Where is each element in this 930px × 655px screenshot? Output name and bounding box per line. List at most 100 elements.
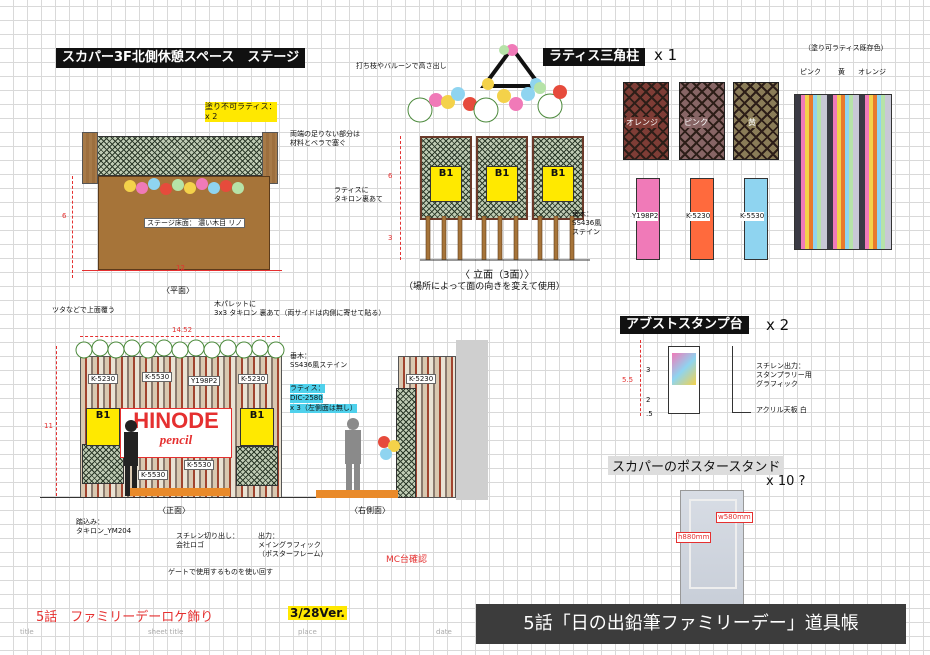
front-label-5: K-5530 [138,470,169,480]
poster-stand-width: w580mm [716,512,753,523]
front-height-dim: 11 [44,422,53,430]
stamp-table-qty: x 2 [766,316,790,334]
footer-field-sheet-title: sheet title [148,628,184,636]
footer-version: 3/28Ver. [288,606,347,620]
elev-dim-upper: 6 [388,172,393,180]
swatch-lattice-pink: ピンク [679,82,725,160]
front-caption: 〈正面〉 [158,506,190,515]
footer-left-title: 5話 ファミリーデーロケ飾り [36,610,214,625]
stamp-graphic-note: スチレン出力： スタンプラリー用 グラフィック [756,362,812,388]
photo-label-pink: ピンク [800,68,821,76]
side-step [316,490,398,498]
elev-caption: 〈 立面（3面）〉 [460,270,535,281]
footer-field-date: date [436,628,452,636]
front-poster-right: B1 [240,408,274,446]
elev-dim-line [400,136,401,260]
poster-stand-frame [689,499,737,589]
footer-field-place: place [298,628,317,636]
front-ivy [75,339,285,359]
front-lattice-code: DIC-2580 [290,394,323,403]
front-lattice-left [82,444,124,484]
front-lattice-qty: x 3（左側面は無し） [290,404,357,413]
output-note: 出力： メイングラフィック （ポスターフレーム） [258,532,328,558]
elev-column-2: B1 [476,136,528,220]
swatch-lattice-yellow: 黄 [733,82,779,160]
stamp-dim-c: .5 [646,410,653,418]
lattice-column-title: ラティス三角柱 [543,48,646,66]
front-height-line [56,346,57,496]
front-label-3: Y198P2 [188,376,221,386]
elev-poster-2: B1 [486,166,518,202]
elev-lattice-note: ラティスに タキロン裏あて [334,186,383,203]
poster-stand-qty: x 10 ? [766,474,806,489]
mc-note: MC台確認 [386,555,428,565]
front-pallet-note: 木パレットに 3x3 タキロン 裏あて（両サイドは内側に寄せて貼る） [214,300,386,317]
front-poster-left: B1 [86,408,120,446]
stamp-table-side [732,346,751,413]
stamp-table-front [668,346,700,414]
side-balloons [378,436,400,460]
logo-hinode: HINODE [133,408,219,433]
footer-field-title: title [20,628,34,636]
elev-balloon-cluster [407,82,567,123]
floor-note-front: 踏込み： タキロン_YM204 [76,518,132,535]
footer-right-title: 5話「日の出鉛筆ファミリーデー」道具帳 [476,604,906,644]
front-post-note: 垂木： SS436風ステイン [290,352,348,369]
existing-colors-photo [794,94,892,250]
logo-note: スチレン切り出し： 会社ロゴ [176,532,239,549]
swatch-paint-2-label: K-5230 [686,212,711,221]
swatch-paint-3-label: K-5530 [740,212,765,221]
front-ivy-note: ツタなどで上面覆う [52,306,115,314]
front-lattice-note: ラティス： [290,384,325,393]
front-label-4: K-5230 [238,374,269,384]
plan-caption: 〈平面〉 [162,286,194,295]
poster-stand-height: h880mm [676,532,712,543]
plan-view: ステージ床面： 濃い木目 リノ [82,122,282,282]
elev-poster-1: B1 [430,166,462,202]
side-caption: 〈右側面〉 [350,506,390,515]
width-dim-line [82,270,282,271]
front-logo-panel: HINODE pencil [120,408,232,458]
stamp-top-note: アクリル天板 白 [756,406,807,414]
person-silhouette-side [345,418,361,496]
elev-column-1: B1 [420,136,472,220]
photo-label-orange: オレンジ [858,68,886,76]
front-width-dim: 14.52 [172,326,193,334]
stamp-dim-total: 5.5 [622,376,634,384]
front-stage: K-5230 K-5530 Y198P2 K-5230 HINODE penci… [75,339,285,498]
front-step [130,488,230,496]
front-width-line [80,336,280,337]
side-label: K-5230 [406,374,437,384]
front-label-6: K-5530 [184,460,215,470]
person-silhouette-front [124,420,138,496]
front-label-1: K-5230 [88,374,119,384]
stamp-table-title: アブストスタンプ台 [620,316,749,334]
stamp-dim-line [640,340,641,416]
elev-top-note: 打ち枝やバルーンで高さ出し [356,62,447,70]
elev-poster-3: B1 [542,166,574,202]
balloon-row [124,178,244,195]
side-gray-wall [456,340,488,500]
stamp-dim-a: 3 [646,366,651,374]
plan-post-left [82,132,98,184]
floor-note: ステージ床面： 濃い木目 リノ [144,218,246,228]
elev-dim-lower: 3 [388,234,393,242]
stamp-graphic [672,353,696,385]
front-ground-line [40,497,460,498]
plan-ends-note: 両端の足りない部分は 材料とベラで塞ぐ [290,130,360,147]
main-title: スカパー3F北側休憩スペース ステージ [56,48,306,68]
plan-depth-dim: 6 [62,212,67,220]
plan-depth-line [72,176,73,278]
logo-pencil: pencil [159,432,193,447]
stamp-dim-b: 2 [646,396,651,404]
photo-label-yellow: 黄 [838,68,845,76]
plan-lattice [92,136,274,176]
gate-note: ゲートで使用するものを使い回す [168,568,273,576]
front-label-2: K-5530 [142,372,173,382]
swatch-paint-1-label: Y198P2 [632,212,659,221]
elev-column-3: B1 [532,136,584,220]
plan-post-right [262,132,278,184]
front-lattice-right [236,446,278,486]
elev-caption-sub: （場所によって面の向きを変えて使用） [404,282,565,292]
